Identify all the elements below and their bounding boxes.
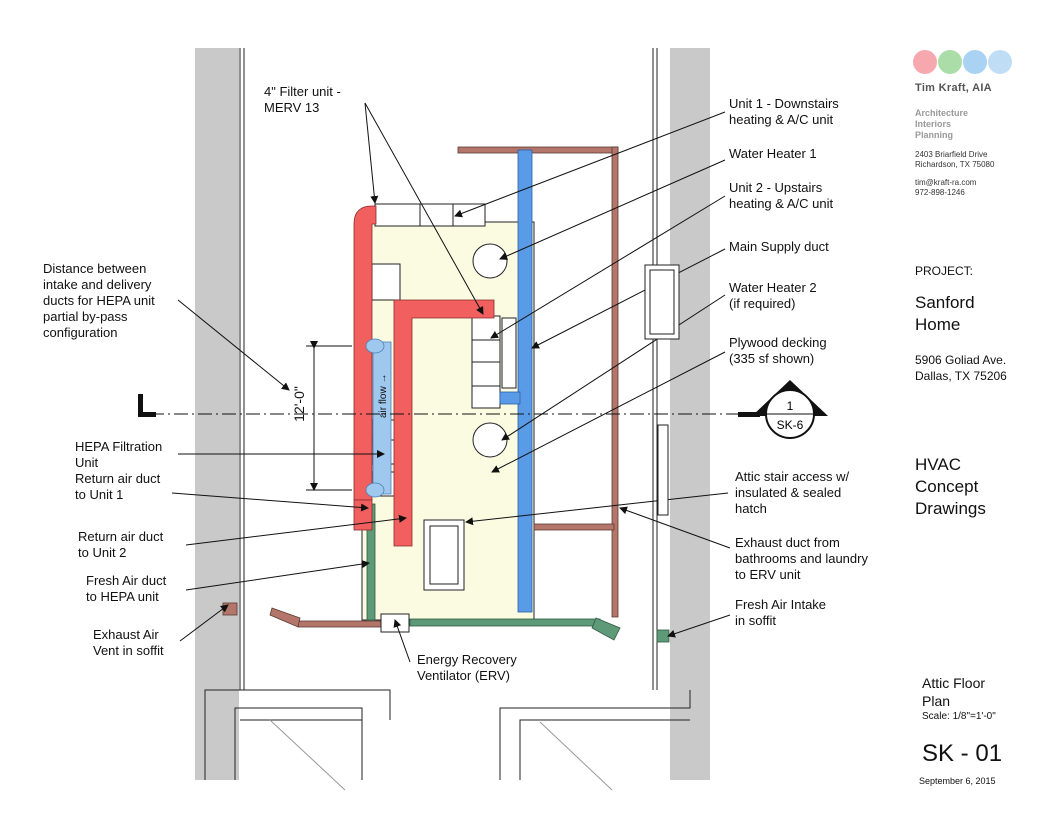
section-marker: 1 SK-6 xyxy=(752,380,828,439)
fresh-air-ducts xyxy=(366,503,670,643)
plan-name-line-1: Attic Floor xyxy=(922,675,986,691)
label-exhaust-duct: Exhaust duct from bathrooms and laundry … xyxy=(735,535,872,582)
logo-circle-1 xyxy=(913,50,937,74)
firm-service-architecture: Architecture xyxy=(915,108,969,118)
right-side-outlines xyxy=(644,264,680,516)
label-unit-1: Unit 1 - Downstairs heating & A/C unit xyxy=(729,96,842,127)
dimension-label: 12'-0" xyxy=(291,386,307,422)
logo-circle-2 xyxy=(938,50,962,74)
filter-unit-boxes xyxy=(374,203,486,227)
plan-scale: Scale: 1/8"=1'-0" xyxy=(922,711,996,722)
section-number: 1 xyxy=(787,399,794,413)
firm-email: tim@kraft-ra.com xyxy=(915,178,977,187)
label-plywood: Plywood decking (335 sf shown) xyxy=(729,335,830,366)
attic-stair-hatch xyxy=(423,519,465,591)
leader-lines xyxy=(171,102,731,663)
logo-circle-4 xyxy=(988,50,1012,74)
project-name-line-1: Sanford xyxy=(915,293,975,312)
label-return-unit-2: Return air duct to Unit 2 xyxy=(78,529,167,560)
label-exhaust-vent: Exhaust Air Vent in soffit xyxy=(93,627,164,658)
label-water-heater-2: Water Heater 2 (if required) xyxy=(729,280,820,311)
section-cut-line xyxy=(138,394,760,417)
firm-service-interiors: Interiors xyxy=(915,119,952,129)
plan-name-line-2: Plan xyxy=(922,693,951,709)
label-unit-2: Unit 2 - Upstairs heating & A/C unit xyxy=(729,180,833,211)
hvac-units xyxy=(471,315,517,409)
label-hepa-unit: HEPA Filtration Unit xyxy=(75,439,166,470)
label-water-heater-1: Water Heater 1 xyxy=(729,146,817,161)
main-supply-duct xyxy=(517,149,533,613)
project-address-line-1: 5906 Goliad Ave. xyxy=(915,353,1007,367)
firm-address-line-1: 2403 Briarfield Drive xyxy=(915,150,988,159)
label-return-unit-1: Return air duct to Unit 1 xyxy=(75,471,164,502)
firm-phone: 972-898-1246 xyxy=(915,188,965,197)
supply-connector xyxy=(499,391,521,405)
sheet-date: September 6, 2015 xyxy=(919,776,996,786)
project-address: 5906 Goliad Ave. Dallas, TX 75206 xyxy=(915,352,1007,384)
label-fresh-air-hepa: Fresh Air duct to HEPA unit xyxy=(86,573,170,604)
water-heater-2 xyxy=(472,422,508,458)
firm-services: Architecture Interiors Planning xyxy=(915,108,968,141)
label-distance: Distance between intake and delivery duc… xyxy=(43,261,158,340)
erv-unit xyxy=(380,613,410,633)
sheet-number: SK - 01 xyxy=(922,740,1003,767)
label-erv: Energy Recovery Ventilator (ERV) xyxy=(417,652,520,683)
exhaust-ducts xyxy=(222,146,619,628)
water-heater-1 xyxy=(472,243,508,279)
label-filter-unit: 4" Filter unit - MERV 13 xyxy=(264,84,344,115)
label-fresh-air-intake: Fresh Air Intake in soffit xyxy=(735,597,830,628)
label-main-supply: Main Supply duct xyxy=(729,239,829,254)
firm-service-planning: Planning xyxy=(915,130,953,140)
firm-logo xyxy=(913,50,1013,74)
project-address-line-2: Dallas, TX 75206 xyxy=(915,369,1007,383)
firm-address: 2403 Briarfield Drive Richardson, TX 750… xyxy=(915,150,994,170)
plan-name: Attic Floor Plan xyxy=(922,674,985,710)
firm-address-line-2: Richardson, TX 75080 xyxy=(915,160,995,169)
dimension-line xyxy=(306,341,352,491)
sheet-description: HVAC Concept Drawings xyxy=(915,454,986,520)
sheet-description-line-2: Concept xyxy=(915,477,979,496)
project-name-line-2: Home xyxy=(915,315,961,334)
label-attic-stair: Attic stair access w/ insulated & sealed… xyxy=(735,469,853,516)
lower-room-outlines xyxy=(204,689,691,791)
firm-name: Tim Kraft, AIA xyxy=(915,82,992,94)
section-sheet: SK-6 xyxy=(777,418,804,432)
firm-contact: tim@kraft-ra.com 972-898-1246 xyxy=(915,178,976,198)
sheet-description-line-3: Drawings xyxy=(915,499,986,518)
air-flow-label: air flow → xyxy=(378,374,389,418)
logo-circle-3 xyxy=(963,50,987,74)
project-name: Sanford Home xyxy=(915,292,975,336)
sheet-description-line-1: HVAC xyxy=(915,455,961,474)
project-label: PROJECT: xyxy=(915,264,974,278)
